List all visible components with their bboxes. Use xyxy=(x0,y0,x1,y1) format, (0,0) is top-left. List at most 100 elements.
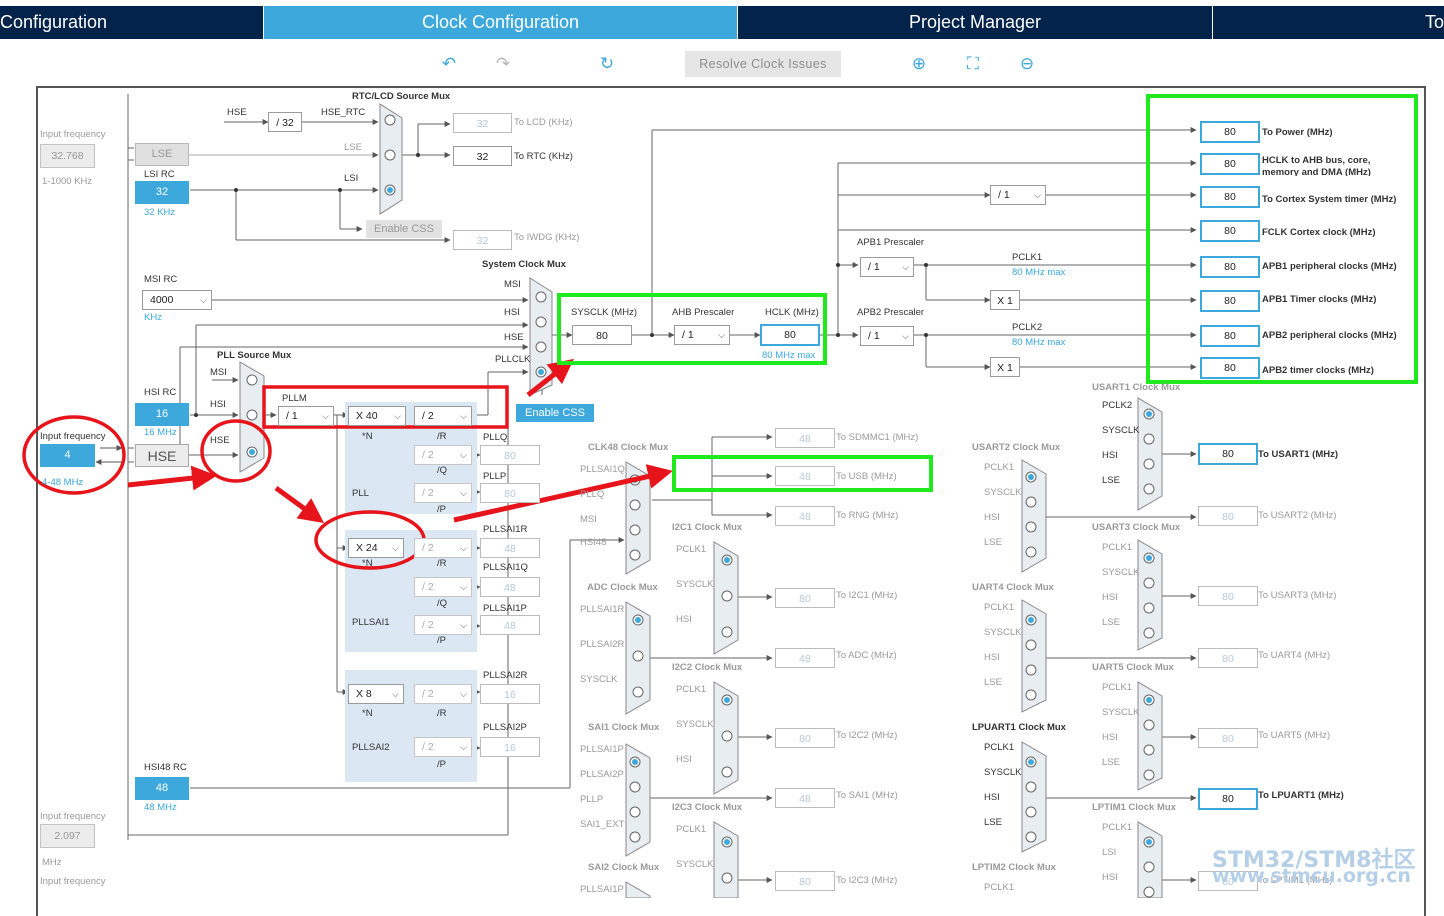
hse-rtc-divider[interactable]: / 32 xyxy=(268,112,302,132)
zoom-in-icon[interactable]: ⊕ xyxy=(911,54,927,73)
pll-n-label: *N xyxy=(362,431,373,442)
sai1-input-3: PLLP xyxy=(580,794,604,805)
pll-r-select[interactable]: / 2⌵ xyxy=(414,406,472,426)
lsi-rc-source[interactable]: 32 xyxy=(135,181,189,204)
sai1-input-2: PLLSAI2P xyxy=(580,769,624,780)
pllsai2r-output[interactable]: 16 xyxy=(480,684,540,704)
usart1-output[interactable]: 80 xyxy=(1198,443,1258,465)
fit-screen-icon[interactable]: ⛶ xyxy=(967,54,979,73)
usart3-input-4: LSE xyxy=(1102,617,1120,628)
tab-pinout-configuration[interactable]: Configuration xyxy=(0,6,264,39)
i2c2-input-1: PCLK1 xyxy=(676,684,707,695)
zoom-out-icon[interactable]: ⊖ xyxy=(1019,54,1035,73)
tab-clock-configuration[interactable]: Clock Configuration xyxy=(264,6,738,39)
output-apb2-timer[interactable]: 80 xyxy=(1200,357,1260,379)
lptim1-output[interactable]: 80 xyxy=(1198,871,1258,891)
output-fclk[interactable]: 80 xyxy=(1200,220,1260,242)
output-power[interactable]: 80 xyxy=(1200,121,1260,143)
pllsai2-p-select[interactable]: / 2⌵ xyxy=(414,737,472,757)
hse-frequency-input[interactable]: 4 xyxy=(40,444,95,467)
usart2-output[interactable]: 80 xyxy=(1198,506,1258,526)
usart3-output-label: To USART3 (MHz) xyxy=(1258,590,1337,601)
pllsai1r-output[interactable]: 48 xyxy=(480,538,540,558)
apb2-prescaler-select[interactable]: / 1⌵ xyxy=(860,326,914,346)
undo-icon[interactable]: ↶ xyxy=(441,54,457,73)
sai1-output[interactable]: 48 xyxy=(775,788,835,808)
pllsai2-r-select[interactable]: / 2⌵ xyxy=(414,684,472,704)
rng-output[interactable]: 48 xyxy=(775,506,835,526)
i2c1-output[interactable]: 80 xyxy=(775,588,835,608)
sys-enable-css-button[interactable]: Enable CSS xyxy=(516,404,594,422)
rtc-enable-css-button[interactable]: Enable CSS xyxy=(366,220,442,238)
tab-project-manager[interactable]: Project Manager xyxy=(738,6,1213,39)
output-cortex-timer[interactable]: 80 xyxy=(1200,186,1260,208)
pllq-output[interactable]: 80 xyxy=(480,445,540,465)
pllsai1p-output[interactable]: 48 xyxy=(480,615,540,635)
output-hclk-ahb-label: HCLK to AHB bus, core, xyxy=(1262,155,1371,166)
hsi-rc-source[interactable]: 16 xyxy=(135,403,189,426)
chevron-down-icon: ⌵ xyxy=(322,411,329,421)
pllsai1-n-select[interactable]: X 24⌵ xyxy=(348,538,404,558)
lse-source[interactable]: LSE xyxy=(135,143,189,166)
lptim1-output-label: To LPTIM1 (MHz) xyxy=(1258,875,1333,886)
pllsai1-r-select[interactable]: / 2⌵ xyxy=(414,538,472,558)
pllsai1q-output[interactable]: 48 xyxy=(480,577,540,597)
i2c3-input-2: SYSCLK xyxy=(676,859,714,870)
pllsai1-name: PLLSAI1 xyxy=(352,617,390,628)
top-nav: Configuration Clock Configuration Projec… xyxy=(0,6,1444,39)
output-apb1-timer[interactable]: 80 xyxy=(1200,290,1260,312)
lpuart1-output[interactable]: 80 xyxy=(1198,788,1258,810)
pllsai2p-output[interactable]: 16 xyxy=(480,737,540,757)
apb2-timer-multiplier: X 1 xyxy=(990,357,1020,377)
chevron-down-icon: ⌵ xyxy=(200,295,207,305)
hsi48-rc-source[interactable]: 48 xyxy=(135,777,189,800)
sai2-input-1: PLLSAI1P xyxy=(580,884,624,895)
lse-frequency-input[interactable]: 32.768 xyxy=(40,144,95,168)
pllmux-msi: MSI xyxy=(210,367,227,378)
rtc-output[interactable]: 32 xyxy=(453,146,512,166)
sysclk-output[interactable]: 80 xyxy=(572,325,632,345)
usb-output[interactable]: 48 xyxy=(775,466,835,486)
cortex-timer-divider[interactable]: / 1⌵ xyxy=(990,185,1046,205)
apb1-prescaler-select[interactable]: / 1⌵ xyxy=(860,257,914,277)
usart2-output-label: To USART2 (MHz) xyxy=(1258,510,1337,521)
watermark-title: STM32/STM8社区 xyxy=(1212,848,1416,873)
usart1-input-4: LSE xyxy=(1102,475,1120,486)
adc-output[interactable]: 48 xyxy=(775,648,835,668)
ahb-prescaler-select[interactable]: / 1⌵ xyxy=(674,325,730,345)
tab-tools[interactable]: To xyxy=(1425,12,1444,32)
lptim1-input-1: PCLK1 xyxy=(1102,822,1133,833)
bottom-frequency-input[interactable]: 2.097 xyxy=(40,824,95,848)
resolve-clock-issues-button[interactable]: Resolve Clock Issues xyxy=(685,51,841,77)
i2c2-output[interactable]: 80 xyxy=(775,728,835,748)
uart4-output[interactable]: 80 xyxy=(1198,648,1258,668)
msi-rc-select[interactable]: 4000⌵ xyxy=(142,290,212,310)
pll-q-label: /Q xyxy=(437,465,448,476)
output-hclk-ahb[interactable]: 80 xyxy=(1200,153,1260,175)
pllsai2-n-select[interactable]: X 8⌵ xyxy=(348,684,404,704)
pllsai1-p-select[interactable]: / 2⌵ xyxy=(414,615,472,635)
sdmmc1-output[interactable]: 48 xyxy=(775,428,835,448)
output-apb1-peripheral[interactable]: 80 xyxy=(1200,256,1260,278)
refresh-icon[interactable]: ↻ xyxy=(599,54,615,73)
lcd-output[interactable]: 32 xyxy=(453,113,512,133)
redo-icon[interactable]: ↷ xyxy=(495,54,511,73)
clk48-input-4: HSI48 xyxy=(580,537,607,548)
output-apb2-peripheral[interactable]: 80 xyxy=(1200,325,1260,347)
pllp-output[interactable]: 80 xyxy=(480,483,540,503)
hse-source[interactable]: HSE xyxy=(135,444,189,467)
pllq-label: PLLQ xyxy=(483,432,508,443)
usart3-output[interactable]: 80 xyxy=(1198,586,1258,606)
hclk-input[interactable]: 80 xyxy=(760,324,820,346)
pllsai1-q-select[interactable]: / 2⌵ xyxy=(414,577,472,597)
pllp-label: PLLP xyxy=(483,471,507,482)
uart5-output[interactable]: 80 xyxy=(1198,728,1258,748)
sai1-input-1: PLLSAI1P xyxy=(580,744,624,755)
pll-p-select[interactable]: / 2⌵ xyxy=(414,483,472,503)
pll-q-select[interactable]: / 2⌵ xyxy=(414,445,472,465)
pll-n-select[interactable]: X 40⌵ xyxy=(348,406,406,426)
iwdg-output[interactable]: 32 xyxy=(453,230,512,250)
pllm-select[interactable]: / 1⌵ xyxy=(278,406,334,426)
i2c3-output[interactable]: 80 xyxy=(775,871,835,891)
msi-rc-label: MSI RC xyxy=(144,274,178,285)
